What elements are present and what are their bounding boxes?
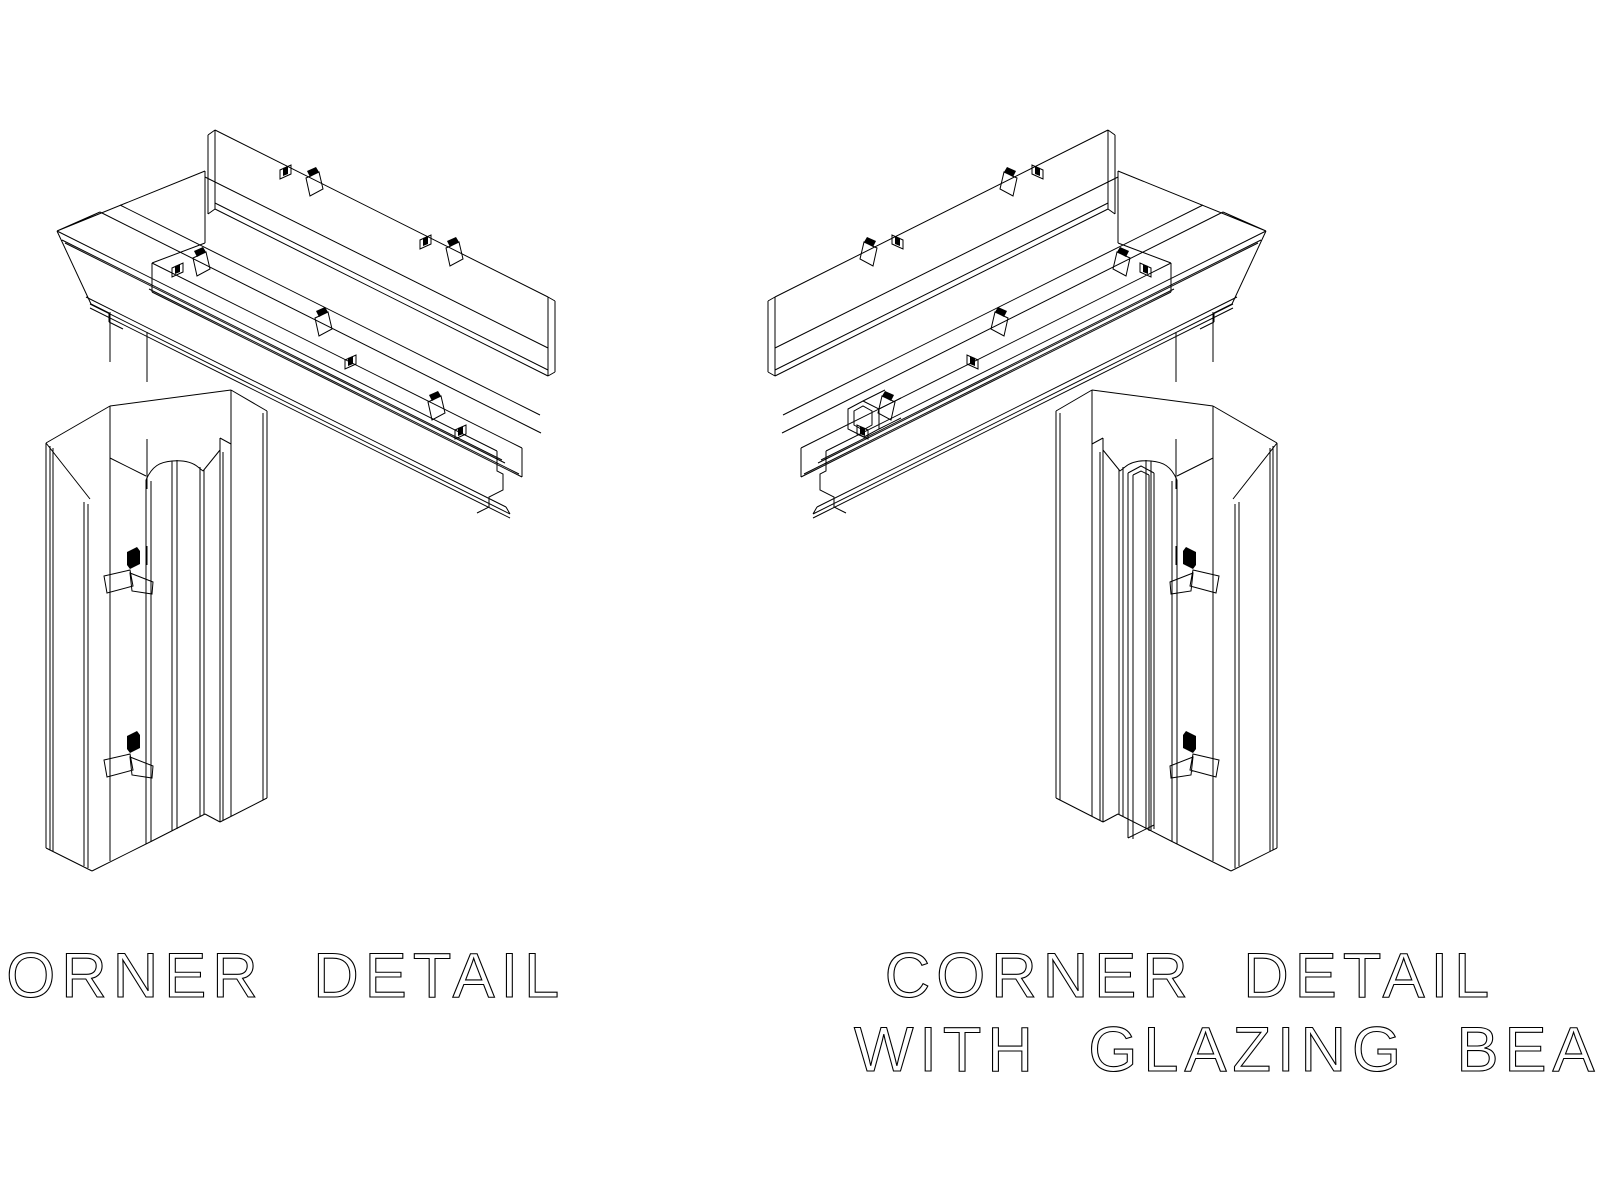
head-glazing-bead	[847, 389, 902, 438]
glazing-bead-parts	[847, 389, 1155, 839]
corner-detail-right	[767, 129, 1278, 872]
left-detail-label: CORNER DETAIL	[0, 941, 565, 1011]
right-detail-label-line1: CORNER DETAIL	[885, 941, 1495, 1011]
corner-detail-right-geometry	[767, 129, 1278, 872]
jamb-glazing-bead	[1127, 465, 1155, 839]
corner-detail-left-geometry	[45, 129, 556, 872]
corner-detail-left	[45, 129, 556, 872]
right-detail-label-line2: WITH GLAZING BEAD	[854, 1015, 1600, 1085]
